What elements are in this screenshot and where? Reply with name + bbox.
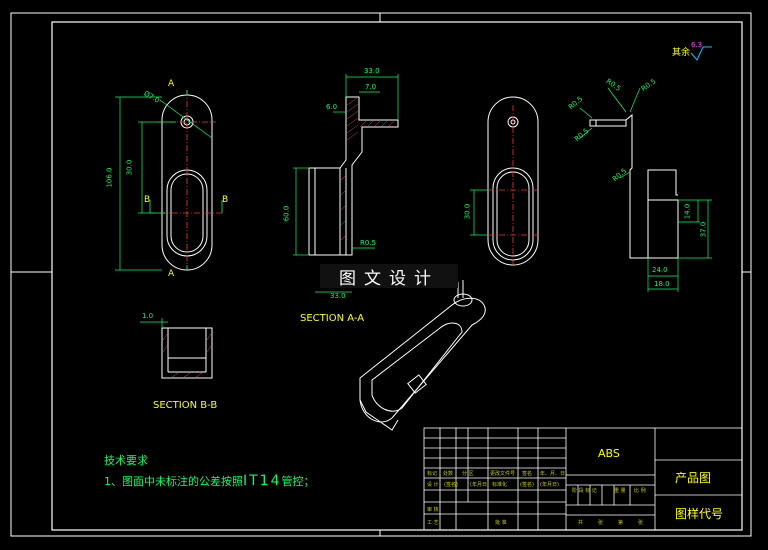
- rear-dimensions: [470, 189, 488, 236]
- tb-r2-c3: (年月日): [470, 482, 489, 488]
- section-bb-title: SECTION B-B: [153, 400, 218, 411]
- tb-r2-c2: (签名): [444, 482, 458, 488]
- watermark: 图文设计: [320, 264, 458, 289]
- dim-right-14: 14.0: [683, 203, 692, 220]
- dim-side-60: 60.0: [282, 205, 291, 222]
- tb-material: ABS: [598, 447, 620, 460]
- tb-sheet-no: 第: [618, 520, 624, 526]
- dim-front-30: 30.0: [125, 159, 134, 176]
- tb-r1-c3: 分 区: [462, 471, 474, 477]
- tb-r2-c1: 设 计: [427, 482, 439, 488]
- inner-frame: [51, 21, 743, 531]
- section-bb-dim: [140, 318, 168, 328]
- section-mark-a-top: A: [168, 79, 175, 89]
- tech-req-item-1: 1、图面中未标注的公差按照IT14管控；: [104, 474, 315, 488]
- right-dimensions: [579, 87, 712, 292]
- outer-frame: [10, 12, 752, 537]
- tb-r1-c4: 更改文件号: [490, 471, 516, 477]
- section-bb: [161, 327, 213, 379]
- isometric-view: [359, 280, 486, 431]
- dim-right-18: 18.0: [654, 280, 670, 288]
- tb-r2-c4: 标准化: [492, 482, 508, 488]
- frame-ticks: [11, 13, 751, 536]
- side-hatch: [340, 97, 395, 241]
- tb-drawing-no: 图样代号: [675, 507, 724, 521]
- surface-finish-label: 其余: [672, 48, 691, 58]
- tb-r1-c1: 标记: [427, 471, 438, 477]
- section-mark-a-bottom: A: [168, 269, 175, 279]
- rear-centerlines: [488, 105, 540, 265]
- dim-side-r05: R0.5: [360, 239, 376, 247]
- title-block: [423, 427, 743, 531]
- side-dimensions: [293, 74, 399, 293]
- tb-r3-c1: 审 核: [427, 507, 439, 513]
- tb-r2-c6: (年月日): [540, 482, 559, 488]
- tb-r2-c5: (签名): [520, 482, 534, 488]
- section-aa-title: SECTION A-A: [300, 313, 365, 324]
- tb-scale: 比 例: [634, 488, 646, 494]
- surface-finish-value: 6.3: [691, 41, 703, 49]
- section-mark-b-right: B: [222, 195, 229, 205]
- tb-sheet-total: 共: [578, 520, 584, 526]
- section-bb-hatch: [162, 333, 212, 378]
- surface-finish-symbol: [690, 46, 712, 61]
- dim-rear-30: 30.0: [463, 203, 472, 220]
- dim-right-24: 24.0: [652, 266, 668, 274]
- tb-weight: 重 量: [614, 488, 626, 494]
- dim-top-6: 6.0: [326, 103, 338, 111]
- dim-bb-10: 1.0: [142, 312, 154, 320]
- dim-top-7: 7.0: [365, 83, 377, 91]
- tech-req-title: 技术要求: [104, 454, 148, 467]
- tb-stage: 阶 段 标 记: [572, 488, 597, 494]
- dim-top-33: 33.0: [364, 67, 380, 75]
- right-view: [589, 113, 679, 259]
- front-centerlines: [150, 90, 222, 270]
- dim-front-106: 106.0: [105, 167, 114, 188]
- tb-r1-c5: 签名: [522, 471, 533, 477]
- front-section-arrows: [149, 90, 223, 270]
- tb-product: 产品图: [675, 471, 712, 485]
- tech-req-item-1-grade: IT14: [243, 473, 282, 489]
- tb-r1-c2: 处数: [443, 471, 454, 477]
- dim-side-33: 33.0: [330, 292, 346, 300]
- tech-req-item-1-suffix: 管控；: [281, 475, 315, 488]
- section-mark-b-left: B: [144, 195, 151, 205]
- tb-r4-c1: 工 艺: [427, 520, 439, 526]
- front-dimensions: [115, 96, 213, 271]
- tb-r1-c6: 年、月、日: [540, 471, 566, 477]
- dim-right-37: 37.0: [699, 221, 708, 238]
- tech-req-item-1-prefix: 1、图面中未标注的公差按照: [104, 475, 243, 488]
- tb-sheet-total-unit: 张: [598, 520, 604, 526]
- tb-r4-c4: 批 准: [495, 520, 507, 526]
- tb-sheet-no-unit: 张: [638, 520, 644, 526]
- side-view: [308, 96, 399, 256]
